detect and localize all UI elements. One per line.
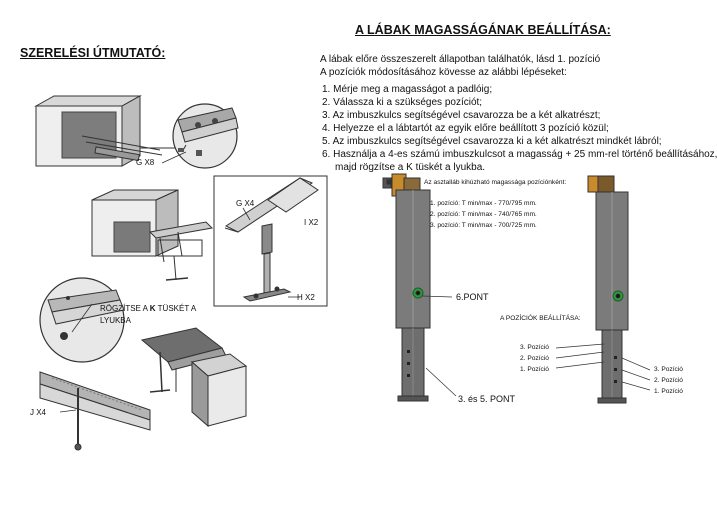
intro-text: A lábak előre összeszerelt állapotban ta… [320,53,600,79]
label-i-x2: I X2 [304,218,319,227]
fix-pin-k: K [149,304,156,313]
positions-title: A POZÍCIÓK BEÁLLÍTÁSA: [500,315,581,322]
cabinet-drawing-1 [34,95,180,167]
fix-pin-line-1: RÖGZÍTSE A K TÜSKÉT A [100,303,196,315]
cabinet-drawing-2 [91,189,214,281]
left-position-1: 1. Pozíció [520,366,549,373]
step-3: 3. Az imbuszkulcs segítségével csavarozz… [322,110,601,121]
label-fix-pin: RÖGZÍTSE A K TÜSKÉT A LYUKBA [100,303,196,327]
leader-lines [59,151,300,413]
fix-pin-line-2: LYUKBA [100,316,131,325]
zoom-detail-bottom [39,277,125,363]
leg-position-list: 1. pozíció: T min/max - 770/795 mm. 2. p… [430,198,537,231]
label-h-x2: H X2 [297,293,315,302]
label-point-3-5: 3. és 5. PONT [458,394,516,404]
page-title: A LÁBAK MAGASSÁGÁNAK BEÁLLÍTÁSA: [355,23,611,37]
step-4: 4. Helyezze el a lábtartót az egyik előr… [322,123,609,134]
right-position-3: 3. Pozíció [654,366,683,373]
fix-pin-prefix: RÖGZÍTSE A [100,304,150,313]
step-1: 1. Mérje meg a magasságot a padlóig; [322,84,493,95]
zoom-detail-top [172,103,239,169]
right-position-1: 1. Pozíció [654,388,683,395]
label-j-x4: J X4 [30,408,47,417]
fix-pin-suffix: TÜSKÉT A [155,304,197,313]
leg-left [382,173,431,402]
label-point-6: 6.PONT [456,292,489,302]
left-position-labels: 3. Pozíció 2. Pozíció 1. Pozíció [520,342,549,375]
intro-line-1: A lábak előre összeszerelt állapotban ta… [320,54,601,65]
assembly-title: SZERELÉSI ÚTMUTATÓ: [20,46,166,60]
intro-line-2: A pozíciók módosításához kövesse az aláb… [320,67,567,78]
rail-detail [39,371,151,451]
step-6-continued: majd rögzítse a K tüskét a lyukba. [335,162,486,173]
assembly-illustrations [34,95,328,451]
leg-position-1: 1. pozíció: T min/max - 770/795 mm. [430,200,537,207]
leg-right [587,175,629,404]
leg-position-2: 2. pozíció: T min/max - 740/765 mm. [430,211,537,218]
right-position-2: 2. Pozíció [654,377,683,384]
cabinet-drawing-3 [140,327,248,428]
leg-leader-lines [421,295,651,397]
step-2: 2. Válassza ki a szükséges pozíciót; [322,97,483,108]
leg-position-3: 3. pozíció: T min/max - 700/725 mm. [430,222,537,229]
leg-caption: Az asztalláb kihúzható magassága pozíció… [424,179,567,186]
frame-detail-box [213,175,328,307]
instruction-steps: 1. Mérje meg a magasságot a padlóig; 2. … [322,83,717,174]
step-6: 6. Használja a 4-es számú imbuszkulcsot … [322,149,717,160]
leg-height-diagram [382,173,651,404]
label-g-x8: G X8 [136,158,155,167]
right-position-labels: 3. Pozíció 2. Pozíció 1. Pozíció [654,364,683,397]
step-5: 5. Az imbuszkulcs segítségével csavarozz… [322,136,662,147]
label-g-x4: G X4 [236,199,255,208]
left-position-3: 3. Pozíció [520,344,549,351]
left-position-2: 2. Pozíció [520,355,549,362]
